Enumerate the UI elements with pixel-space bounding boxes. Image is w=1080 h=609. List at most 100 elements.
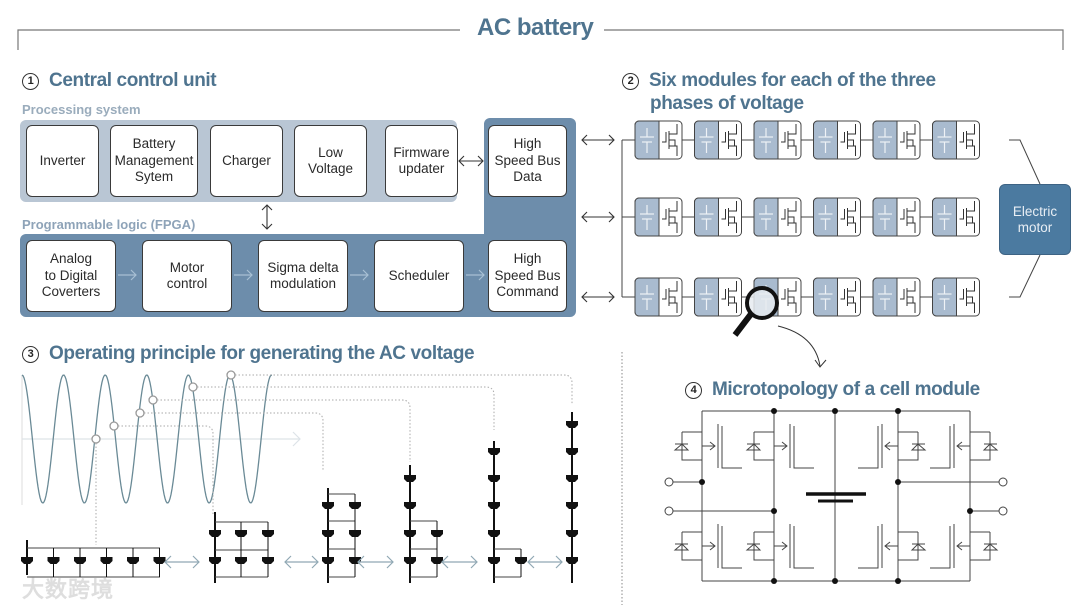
mosfet-icon — [781, 281, 797, 313]
bidirectional-arrow-icon — [261, 204, 273, 230]
section-1-title-text: Central control unit — [49, 70, 217, 91]
flow-arrow-icon — [234, 269, 253, 281]
section-number-badge: 4 — [685, 382, 702, 399]
battery-cell-icon — [699, 205, 714, 230]
bidirectional-arrow-icon — [441, 555, 478, 569]
sample-point — [109, 421, 119, 431]
terminal — [664, 477, 674, 487]
cell-module — [694, 197, 742, 237]
high-speed-bus-data: High Speed Bus Data — [488, 125, 567, 197]
junction-dot — [895, 479, 901, 485]
bidirectional-arrow-icon — [164, 555, 200, 569]
battery-cell-icon — [640, 128, 654, 153]
battery-cell-icon — [818, 128, 833, 153]
mosfet-icon — [959, 124, 975, 156]
phase-wire — [1009, 254, 1041, 298]
bidirectional-arrow-icon — [357, 555, 394, 569]
cell-module — [753, 120, 802, 160]
mosfet-icon — [959, 201, 975, 233]
terminal — [664, 506, 674, 516]
sample-guide — [197, 386, 495, 430]
battery-cell-icon — [640, 285, 654, 310]
mosfet-icon — [781, 124, 797, 156]
mosfet-switch-icon — [930, 424, 999, 469]
battery-cell-icon — [937, 285, 952, 310]
cell-module — [813, 120, 861, 160]
fpga-box: Motor control — [142, 240, 232, 312]
bidirectional-arrow-icon — [527, 555, 563, 569]
cell-module — [634, 277, 683, 317]
cell-module — [932, 120, 980, 160]
cell-module — [872, 277, 921, 317]
sample-point — [226, 370, 236, 380]
sample-point — [91, 434, 101, 444]
junction-dot — [967, 508, 973, 514]
section-2-title-line2: phases of voltage — [650, 93, 804, 114]
junction-dot — [771, 408, 777, 414]
processing-box: Charger — [210, 125, 283, 197]
battery-cell-icon — [699, 285, 714, 310]
cell-module — [694, 120, 742, 160]
mosfet-icon — [721, 281, 737, 313]
diode-icon — [745, 432, 762, 460]
processing-system-label: Processing system — [22, 102, 141, 117]
processing-box: Low Voltage — [294, 125, 367, 197]
battery-cell-icon — [759, 205, 773, 230]
bidirectional-arrow-icon — [284, 555, 319, 569]
bidirectional-arrow-icon — [581, 134, 615, 146]
battery-cell-icon — [759, 128, 773, 153]
section-4-title: 4 Microtopology of a cell module — [685, 378, 980, 401]
cell-module — [872, 120, 921, 160]
mosfet-icon — [781, 201, 797, 233]
sample-point — [148, 395, 158, 405]
battery-cell-icon — [878, 285, 892, 310]
battery-icon — [806, 492, 866, 503]
junction-dot — [771, 508, 777, 514]
diode-icon — [910, 432, 927, 460]
battery-cell-icon — [937, 128, 952, 153]
section-4-title-text: Microtopology of a cell module — [712, 379, 980, 400]
cell-module — [634, 120, 683, 160]
mosfet-switch-icon — [745, 424, 814, 469]
fpga-box: Scheduler — [374, 240, 464, 312]
processing-box: Inverter — [26, 125, 99, 197]
mosfet-icon — [662, 124, 678, 156]
sample-point — [135, 408, 145, 418]
watermark: 大数跨境 — [22, 577, 115, 602]
curved-arrow-icon — [777, 325, 827, 368]
title-frame — [17, 29, 1064, 50]
fpga-box: Analog to Digital Coverters — [26, 240, 116, 312]
sample-point — [188, 382, 198, 392]
battery-cell-icon — [937, 205, 952, 230]
cell-module — [813, 197, 861, 237]
junction-dot — [699, 479, 705, 485]
battery-cell-icon — [818, 285, 833, 310]
mosfet-icon — [840, 201, 856, 233]
section-3-title: 3 Operating principle for generating the … — [22, 342, 475, 365]
mosfet-icon — [840, 281, 856, 313]
diode-icon — [982, 532, 999, 560]
terminal — [998, 506, 1008, 516]
section-3-title-text: Operating principle for generating the A… — [49, 343, 475, 364]
bidirectional-arrow-icon — [581, 291, 615, 303]
configuration-1 — [21, 557, 166, 564]
mosfet-switch-icon — [858, 424, 927, 469]
sample-guide — [235, 374, 573, 405]
section-number-badge: 3 — [22, 346, 39, 363]
sample-guide — [157, 399, 411, 462]
diode-icon — [910, 532, 927, 560]
bidirectional-arrow-icon — [581, 211, 615, 223]
cell-module — [694, 277, 742, 317]
diode-icon — [982, 432, 999, 460]
mosfet-switch-icon — [673, 524, 742, 569]
junction-dot — [771, 578, 777, 584]
electric-motor: Electric motor — [999, 184, 1071, 255]
mosfet-icon — [900, 201, 916, 233]
diode-icon — [673, 532, 690, 560]
flow-arrow-icon — [466, 269, 485, 281]
mosfet-icon — [959, 281, 975, 313]
